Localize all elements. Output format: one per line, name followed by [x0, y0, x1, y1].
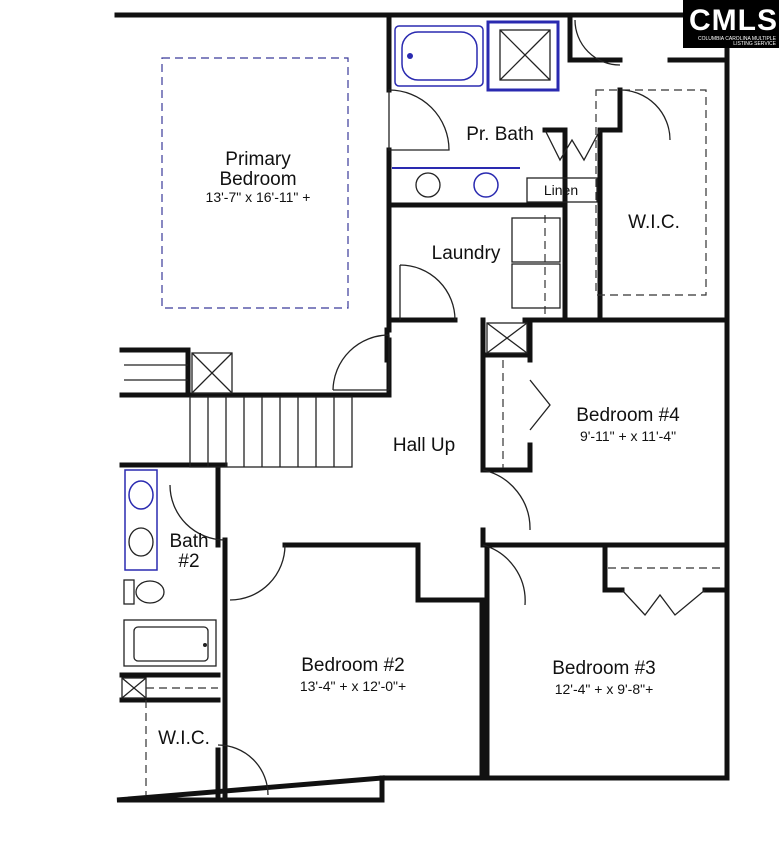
- wall: [282, 542, 485, 781]
- wall: [602, 545, 725, 593]
- room-dimensions: 13'-4" + x 12'-0"+: [299, 677, 407, 694]
- room-dimensions: 9'-11" + x 11'-4": [579, 427, 677, 444]
- room-dimensions: 13'-7" x 16'-11" +: [205, 188, 311, 205]
- wall: [119, 347, 392, 398]
- room-label-laundry: Laundry: [431, 243, 501, 264]
- room-label-linen: Linen: [543, 182, 579, 198]
- room-label-primary-bath: Pr. Bath: [466, 124, 534, 145]
- room-label-primary-wic: W.I.C.: [628, 212, 680, 233]
- room-name: Bedroom #3: [552, 658, 656, 679]
- cmls-logo: CMLS COLUMBIA CAROLINA MULTIPLE LISTING …: [683, 0, 779, 48]
- room-dimensions: 12'-4" + x 9'-8"+: [554, 680, 654, 697]
- staircase: [124, 364, 353, 468]
- room-name: Bedroom #2: [301, 655, 405, 676]
- room-name: Primary: [225, 149, 291, 170]
- room-label-bedroom3: Bedroom #3 12'-4" + x 9'-8"+: [552, 659, 656, 697]
- room-label-bedroom4: Bedroom #4 9'-11" + x 11'-4": [576, 406, 680, 444]
- chase-box: [121, 322, 528, 699]
- room-name: Bedroom: [219, 168, 297, 190]
- wall: [119, 462, 228, 803]
- room-label-wic2: W.I.C.: [158, 728, 210, 749]
- room-name: Bedroom #4: [576, 405, 680, 426]
- wall: [480, 317, 730, 548]
- room-name: Bath: [169, 531, 209, 552]
- room-label-bath2: Bath #2: [169, 532, 208, 572]
- logo-text: CMLS: [689, 4, 778, 37]
- tray-ceiling-outline: [161, 57, 349, 309]
- closet-shelf: [595, 89, 707, 296]
- wall: [567, 17, 730, 133]
- room-label-bedroom2: Bedroom #2 13'-4" + x 12'-0"+: [300, 656, 406, 694]
- doors: [169, 19, 706, 796]
- room-label-primary-bedroom: Primary Bedroom 13'-7" x 16'-11" +: [206, 150, 311, 205]
- bathroom-fixtures: [123, 20, 598, 667]
- logo-subtext: COLUMBIA CAROLINA MULTIPLE LISTING SERVI…: [698, 36, 776, 47]
- wall: [386, 202, 730, 323]
- room-name: #2: [178, 550, 200, 572]
- room-label-hall: Hall Up: [392, 435, 456, 456]
